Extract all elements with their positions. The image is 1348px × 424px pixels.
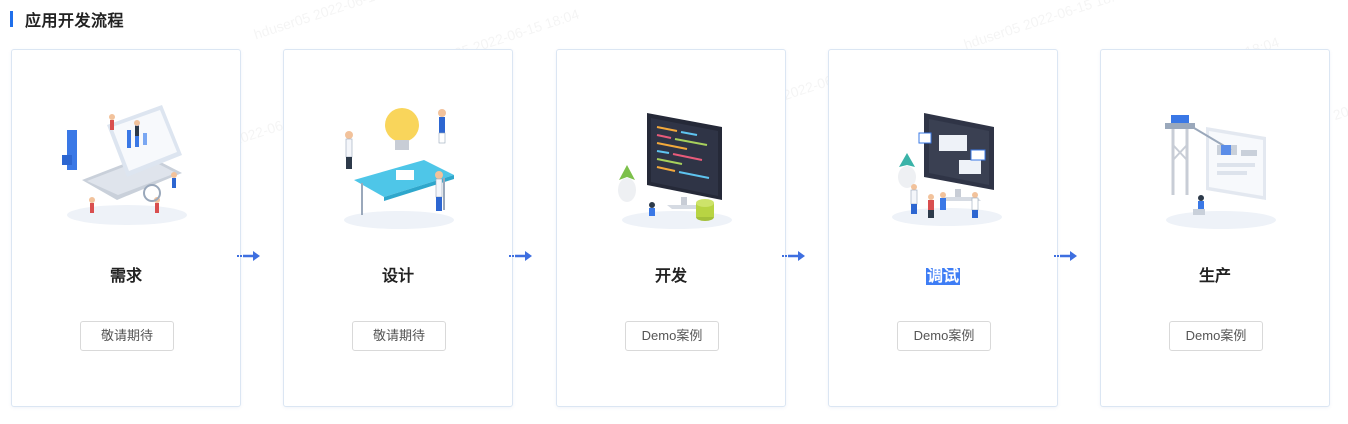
step-card-development: 开发 Demo案例 — [556, 49, 786, 407]
page-title: 应用开发流程 — [25, 13, 125, 30]
step-label: 需求 — [109, 268, 142, 285]
arrow-right-icon — [782, 251, 805, 261]
step-card-requirements: 需求 敬请期待 — [11, 49, 241, 407]
step-card-debugging: 调试 Demo案例 — [828, 49, 1058, 407]
demo-case-button[interactable]: Demo案例 — [897, 321, 991, 351]
selected-text: 调试 — [925, 268, 960, 285]
requirements-laptop-illustration — [62, 105, 187, 225]
step-label: 设计 — [381, 268, 414, 285]
watermark: hduser05 2022-06-15 18:04 — [252, 0, 421, 42]
step-label: 调试 — [829, 262, 1057, 286]
demo-case-button[interactable]: Demo案例 — [1169, 321, 1263, 351]
coming-soon-button[interactable]: 敬请期待 — [352, 321, 446, 351]
coming-soon-button[interactable]: 敬请期待 — [80, 321, 174, 351]
arrow-right-icon — [509, 251, 532, 261]
section-header: 应用开发流程 — [10, 8, 124, 30]
title-accent-bar — [10, 11, 13, 27]
step-label: 生产 — [1198, 268, 1231, 285]
watermark: hduser05 2022-06-15 18:04 — [962, 0, 1131, 52]
demo-case-button[interactable]: Demo案例 — [625, 321, 719, 351]
step-card-design: 设计 敬请期待 — [283, 49, 513, 407]
production-deploy-illustration — [1165, 115, 1276, 229]
arrow-right-icon — [237, 251, 260, 261]
step-card-production: 生产 Demo案例 — [1100, 49, 1330, 407]
development-code-monitor-illustration — [618, 113, 732, 229]
step-label: 开发 — [654, 268, 687, 285]
design-lightbulb-illustration — [344, 108, 454, 229]
arrow-right-icon — [1054, 251, 1077, 261]
debugging-monitor-illustration — [892, 113, 1002, 226]
